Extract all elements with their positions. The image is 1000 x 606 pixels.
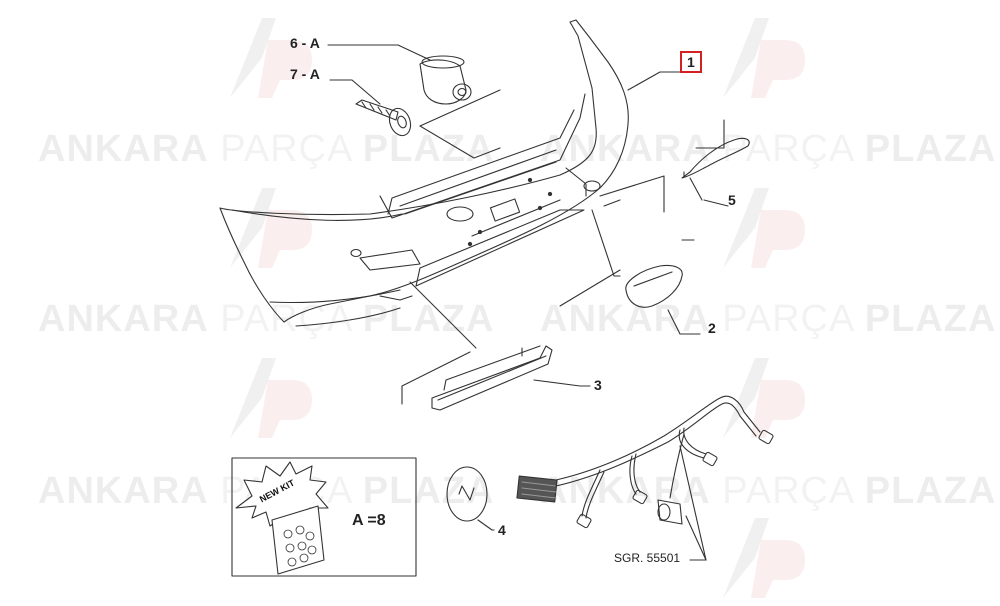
watermark-logo-icon: [723, 518, 805, 598]
plastic-nut: [419, 55, 472, 105]
kit-quantity: A =8: [352, 512, 386, 529]
watermark-row-1: ANKARA PARÇA PLAZA: [38, 128, 495, 170]
watermark-row-2: ANKARA PARÇA PLAZA: [540, 128, 997, 170]
callout-part-3: 3: [594, 377, 602, 393]
callout-part-7: 7 - A: [290, 66, 320, 82]
rear-bumper: [219, 19, 629, 327]
corner-cover: [681, 137, 750, 179]
kit-pack: [271, 505, 325, 575]
callout-part-2: 2: [708, 320, 716, 336]
callout-part-1: 1: [680, 51, 702, 73]
watermark-row-4: ANKARA PARÇA PLAZA: [540, 298, 997, 340]
watermark-row-3: ANKARA PARÇA PLAZA: [38, 298, 495, 340]
screw: [355, 99, 412, 137]
wiring-harness: [516, 395, 774, 529]
harness-reference: SGR. 55501: [614, 551, 681, 565]
callout-part-4: 4: [498, 522, 506, 538]
watermark-logo-icon: [723, 358, 805, 438]
callout-part-6: 6 - A: [290, 35, 320, 51]
side-reflector: [625, 264, 683, 308]
watermark-logo-icon: [230, 188, 312, 268]
watermark-logo-icon: [723, 188, 805, 268]
watermark-logo-icon: [230, 18, 312, 98]
callout-part-5: 5: [728, 192, 736, 208]
watermark-logo-icon: [723, 18, 805, 98]
watermark-logo-icon: [230, 358, 312, 438]
reflector-strip: [431, 345, 553, 411]
emblem-badge: [446, 466, 488, 522]
